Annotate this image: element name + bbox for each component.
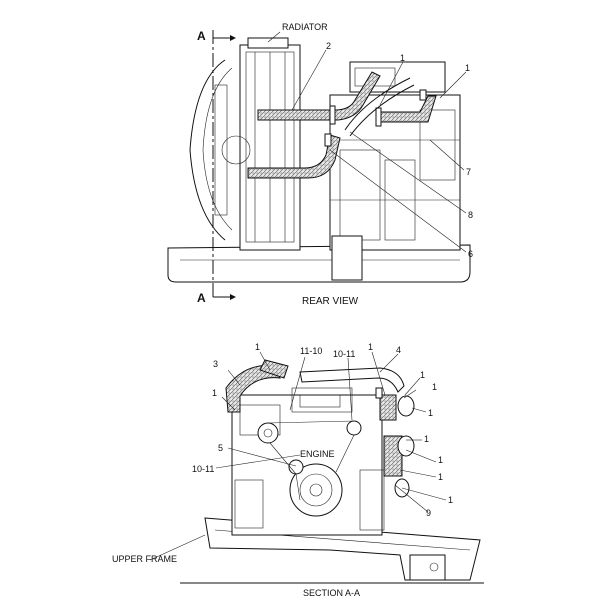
rear-view-caption: REAR VIEW	[302, 296, 359, 307]
radiator-label: RADIATOR	[282, 22, 328, 32]
callout-4: 4	[396, 345, 401, 355]
callout-10-11-left: 10-11	[192, 464, 214, 474]
callout-7: 7	[466, 167, 471, 177]
section-arrowhead-bottom	[230, 294, 236, 300]
callout-1-r6: 1	[438, 472, 443, 482]
callout-1-r7: 1	[448, 495, 453, 505]
callout-1-b: 1	[465, 63, 470, 73]
engine-label: ENGINE	[300, 449, 335, 459]
callout-9: 9	[426, 508, 431, 518]
idler-pulley	[257, 422, 279, 444]
frame-bracket	[409, 554, 446, 581]
callout-2: 2	[326, 41, 331, 51]
callout-1-r4: 1	[424, 434, 429, 444]
callout-1-r3: 1	[428, 408, 433, 418]
callout-1-top: 1	[255, 342, 260, 352]
callout-11-10: 11-10	[300, 346, 322, 356]
callout-1-mid: 1	[368, 342, 373, 352]
callout-1-r5: 1	[438, 455, 443, 465]
section-marker-top: A	[197, 29, 206, 43]
hose-left-upper	[225, 364, 281, 413]
callout-10-11-top: 10-11	[333, 349, 355, 359]
callout-1-left: 1	[212, 388, 217, 398]
hose-upper	[257, 71, 381, 121]
section-aa-drawing	[149, 351, 484, 584]
upper-right-pipe	[299, 367, 405, 393]
callout-6: 6	[468, 249, 473, 259]
valve-cover	[291, 387, 353, 413]
callout-1-r2: 1	[432, 382, 437, 392]
section-aa-caption: SECTION A-A	[303, 588, 360, 598]
section-marker-bottom: A	[197, 291, 206, 305]
callout-1-r1: 1	[420, 370, 425, 380]
radiator-top-tank	[247, 37, 289, 49]
hose-right-upper	[379, 394, 397, 421]
fan-shroud	[189, 59, 226, 241]
frame-base	[167, 244, 471, 283]
callout-5: 5	[218, 443, 223, 453]
crank-pulley	[289, 463, 343, 517]
section-arrowhead-top	[230, 35, 236, 41]
hose-lower	[247, 134, 341, 179]
callout-1-a: 1	[400, 53, 405, 63]
callout-3: 3	[213, 359, 218, 369]
tank	[331, 235, 363, 281]
rear-view-drawing	[167, 30, 471, 300]
upper-frame-label: UPPER FRAME	[112, 554, 177, 564]
callout-8: 8	[468, 210, 473, 220]
